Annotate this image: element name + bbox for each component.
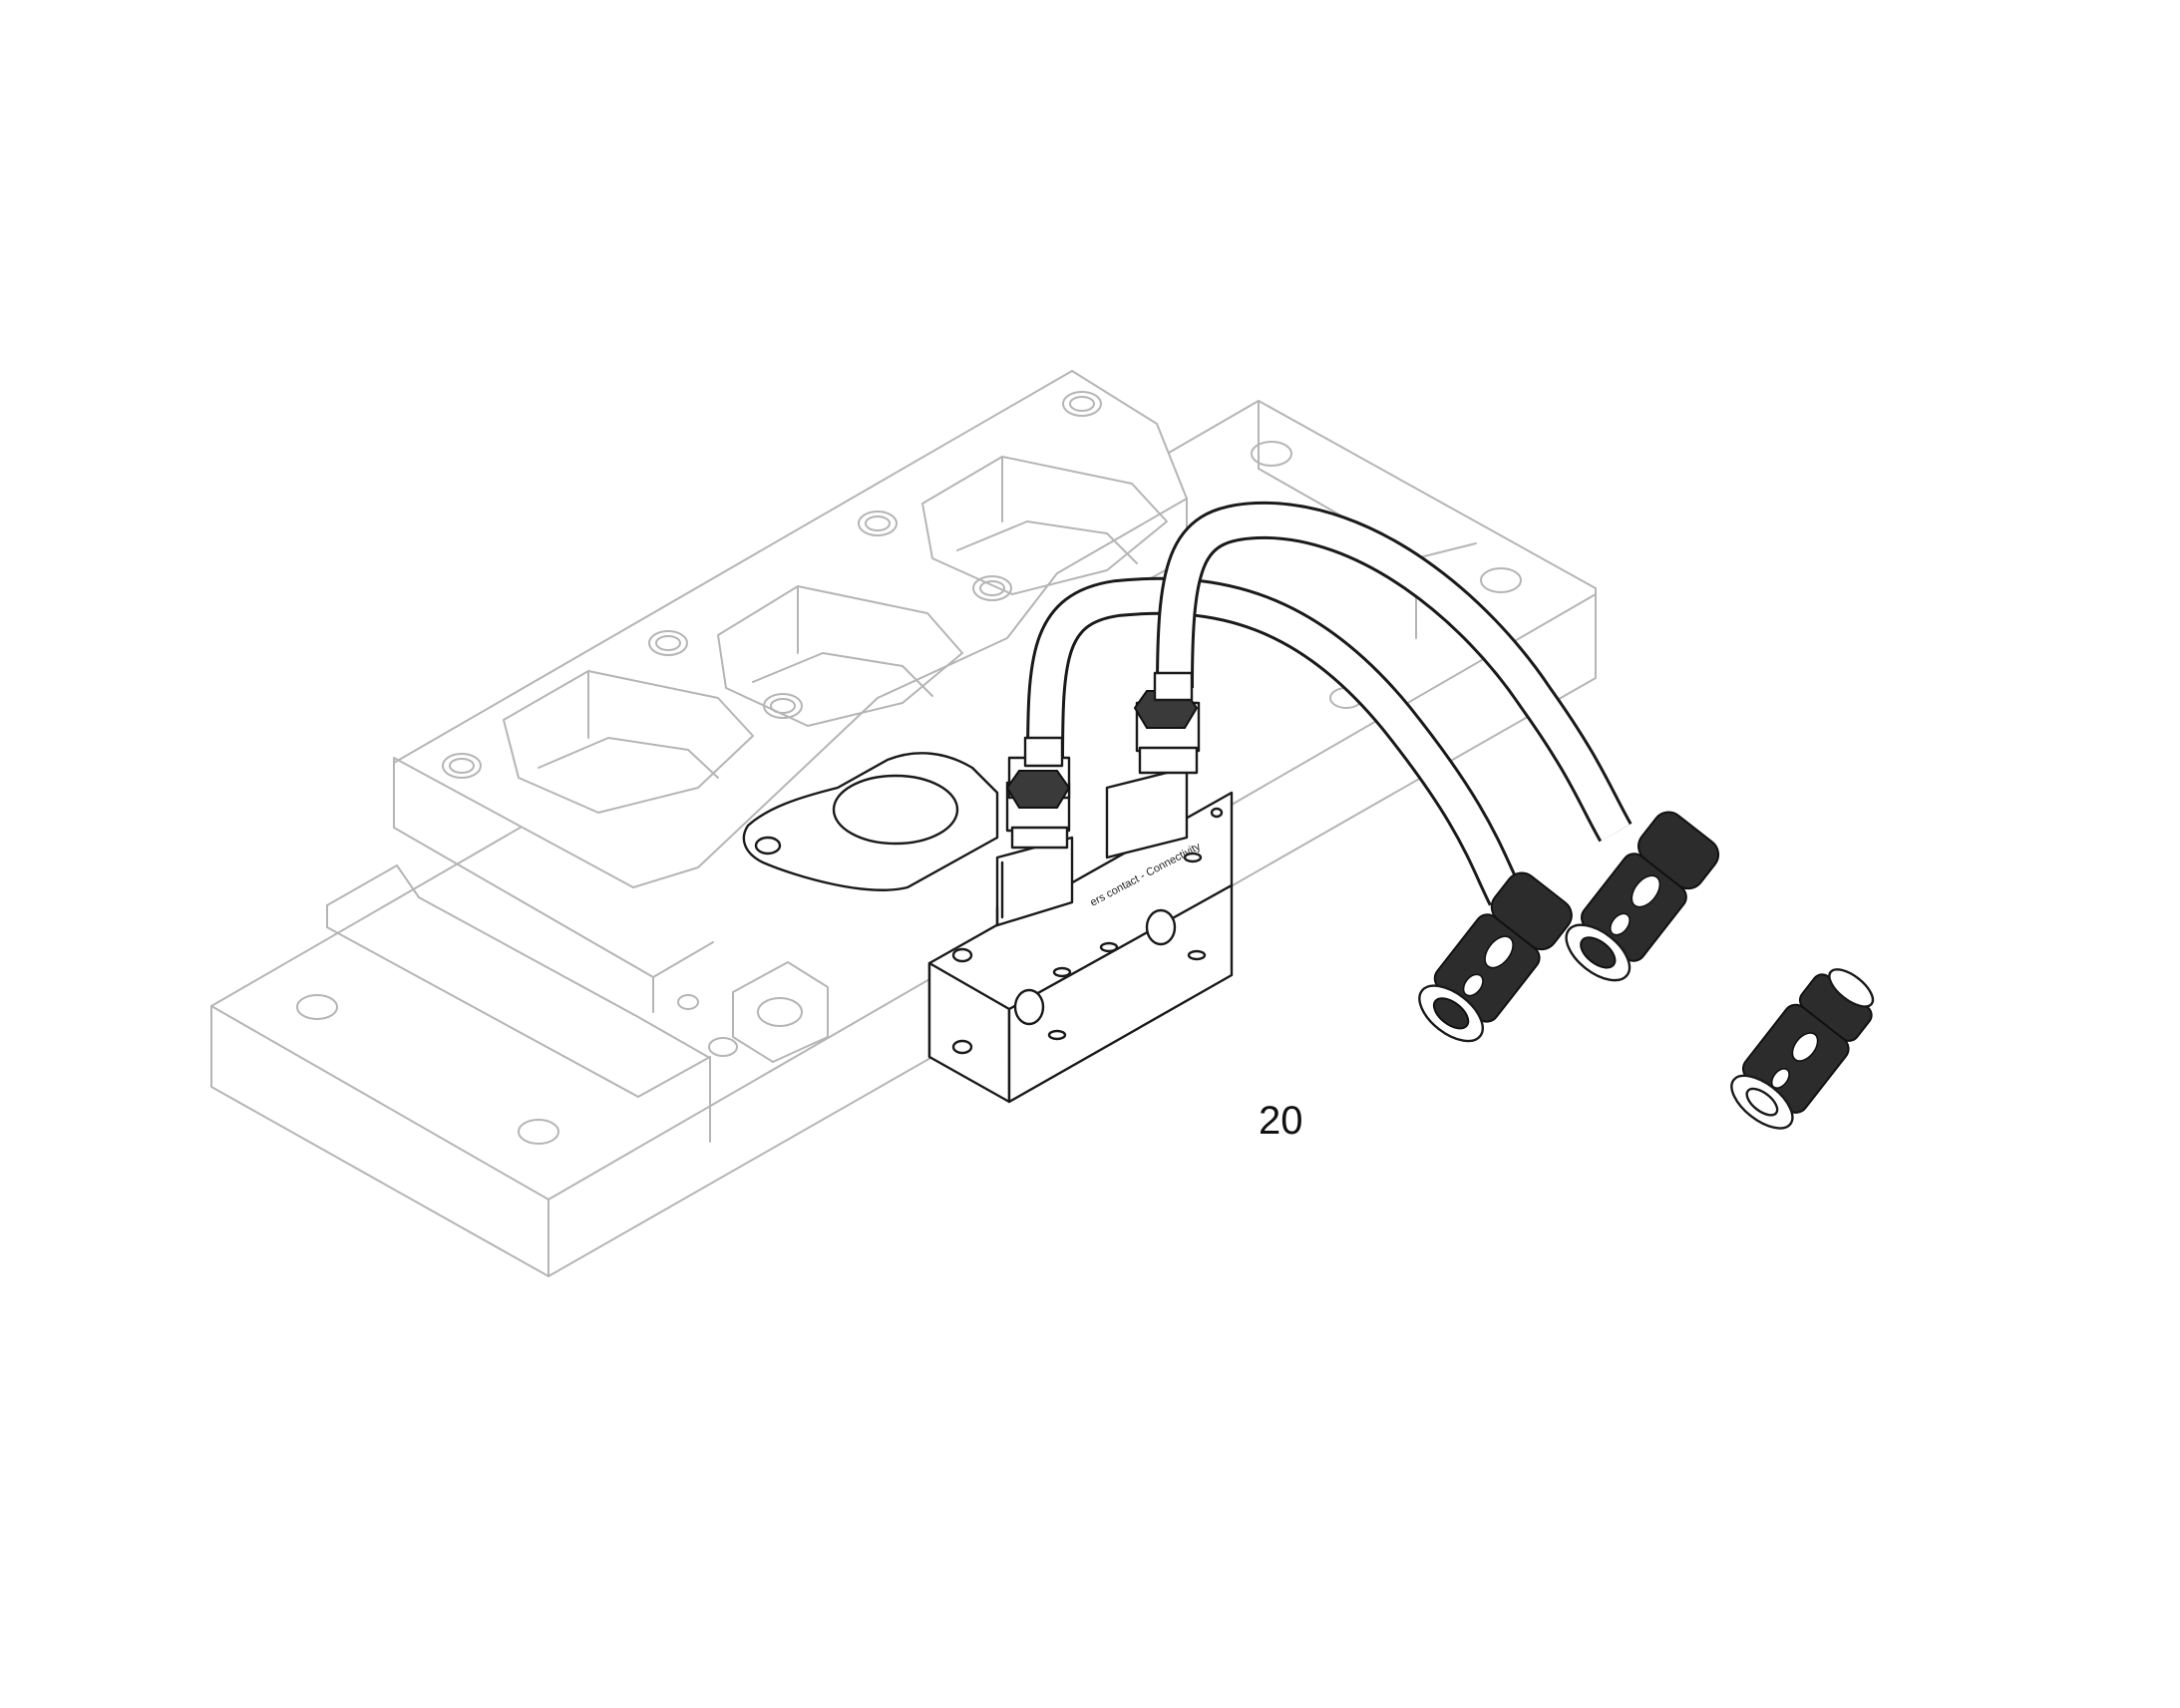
connector-plate xyxy=(742,752,1234,1104)
manifold-block xyxy=(393,370,1188,1063)
cable-left xyxy=(1026,576,1524,906)
cable-right xyxy=(1156,501,1633,843)
cable-connector-right xyxy=(1565,811,1720,982)
fitting-nut-left xyxy=(1005,736,1071,850)
callout-number: 20 xyxy=(1259,1099,1303,1143)
fitting-nut-right xyxy=(1133,671,1201,775)
mating-plug xyxy=(1730,968,1875,1130)
cable-connector-left xyxy=(1418,871,1573,1043)
